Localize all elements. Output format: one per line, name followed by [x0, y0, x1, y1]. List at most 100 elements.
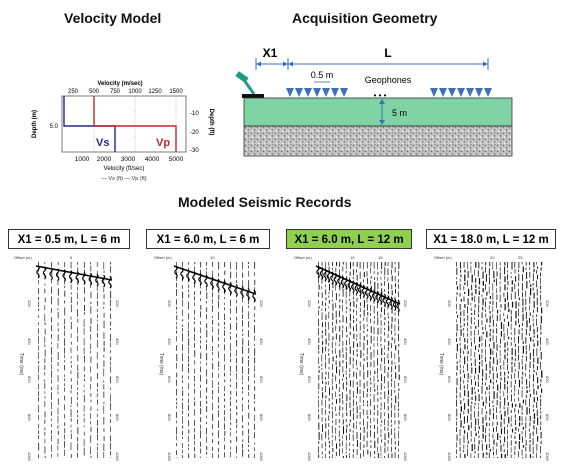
seismic-trace [492, 262, 495, 458]
offset-axis-label: Offset (m) [434, 255, 452, 260]
seismic-trace [186, 262, 190, 458]
seismic-trace [518, 262, 521, 458]
time-axis-label: Time (ms) [438, 353, 444, 376]
seismic-trace [319, 262, 324, 458]
offset-axis-label: Offset (m) [14, 255, 32, 260]
seismic-trace [525, 262, 528, 458]
seismic-trace [55, 262, 60, 457]
time-tick: 200 [259, 300, 264, 307]
time-tick: 200 [167, 300, 172, 307]
time-tick: 800 [545, 414, 550, 421]
velocity-model-plot: Velocity (m/sec) 250 500 750 1000 1250 1… [32, 81, 214, 182]
time-axis-label: Time (ms) [18, 353, 24, 376]
time-tick: 400 [307, 338, 312, 345]
top-tick-250: 250 [68, 89, 79, 95]
time-tick: 200 [545, 300, 550, 307]
time-tick: 1000 [259, 452, 264, 462]
vp-label: Vp [156, 137, 170, 149]
velocity-model-title: Velocity Model [64, 10, 162, 26]
seismic-trace [385, 262, 390, 458]
vs-profile-line [63, 96, 116, 152]
time-tick: 600 [307, 376, 312, 383]
velocity-bottom-axis-label: Velocity (ft/sec) [104, 166, 145, 172]
seismic-trace [192, 262, 196, 458]
first-arrival-event [35, 265, 113, 281]
seismic-trace [228, 262, 232, 458]
x1-label: X1 [263, 46, 278, 60]
time-axis-label: Time (ms) [298, 353, 304, 376]
time-tick: 200 [27, 300, 32, 307]
time-tick: 600 [115, 376, 120, 383]
seismic-trace [371, 262, 376, 458]
time-tick: 600 [259, 376, 264, 383]
time-tick: 1000 [307, 452, 312, 462]
geophone-icons-left [286, 88, 348, 97]
seismic-trace [95, 262, 99, 458]
seismic-trace [514, 262, 517, 458]
depth-ft-axis-label: Depth (ft) [208, 109, 214, 136]
seismic-trace [536, 262, 539, 458]
seismic-trace [323, 262, 327, 458]
record-2-label: X1 = 6.0 m, L = 6 m [146, 229, 270, 249]
seismic-trace [42, 262, 47, 458]
offset-tick: 10 [210, 255, 215, 260]
time-tick: 400 [115, 338, 120, 345]
seismic-trace [375, 262, 379, 458]
time-axis-label: Time (ms) [158, 353, 164, 376]
time-tick: 600 [447, 376, 452, 383]
seismic-trace [49, 262, 53, 458]
seismic-trace [521, 262, 525, 458]
seismic-trace [108, 262, 112, 458]
seismic-trace [485, 262, 488, 458]
top-tick-500: 500 [89, 89, 100, 95]
right-tick-20: -20 [190, 130, 199, 136]
top-tick-1250: 1250 [148, 89, 162, 95]
seismic-trace [198, 262, 202, 458]
first-arrival-event [173, 265, 257, 295]
top-tick-1000: 1000 [128, 89, 142, 95]
vs-label: Vs [96, 137, 109, 149]
seismic-trace [364, 262, 369, 458]
seismic-trace [204, 262, 208, 458]
time-tick: 600 [167, 376, 172, 383]
depth-m-axis-label: Depth (m) [32, 110, 38, 138]
time-tick: 600 [27, 376, 32, 383]
time-tick: 800 [259, 414, 264, 421]
offset-tick: 15 [378, 255, 383, 260]
right-tick-10: -10 [190, 111, 199, 117]
seismic-trace [540, 262, 543, 458]
seismic-trace [252, 262, 256, 458]
time-tick: 800 [307, 414, 312, 421]
seismic-trace [330, 262, 334, 458]
seismic-trace [488, 262, 492, 458]
seismic-trace [477, 262, 481, 458]
time-tick: 1000 [545, 452, 550, 462]
seismic-trace [361, 262, 366, 457]
record-3-label: X1 = 6.0 m, L = 12 m [286, 229, 412, 249]
seismic-trace [234, 262, 238, 458]
spacing-label: 0.5 m [311, 70, 334, 80]
seismic-trace [503, 262, 506, 458]
seismic-records-title: Modeled Seismic Records [178, 194, 352, 210]
seismic-trace [507, 262, 510, 458]
seismic-trace [180, 262, 184, 458]
seismic-trace [368, 262, 372, 457]
acquisition-geometry-diagram: X1 L 0.5 m Geophones • • • [235, 46, 513, 157]
bottom-tick-2000: 2000 [97, 156, 112, 163]
surface-layer [243, 97, 513, 127]
seismic-trace [467, 262, 470, 457]
time-tick: 800 [167, 414, 172, 421]
offset-tick: 5 [70, 255, 73, 260]
time-tick: 1000 [403, 452, 408, 462]
time-tick: 400 [259, 338, 264, 345]
time-tick: 1000 [115, 452, 120, 462]
velocity-plot-frame [61, 95, 187, 153]
time-tick: 200 [403, 300, 408, 307]
offset-tick: 25 [518, 255, 523, 260]
time-tick: 1000 [447, 452, 452, 462]
acquisition-geometry-title: Acquisition Geometry [292, 10, 438, 26]
top-tick-750: 750 [110, 89, 121, 95]
time-tick: 200 [115, 300, 120, 307]
seismic-trace [347, 262, 352, 458]
offset-axis-label: Offset (m) [154, 255, 172, 260]
